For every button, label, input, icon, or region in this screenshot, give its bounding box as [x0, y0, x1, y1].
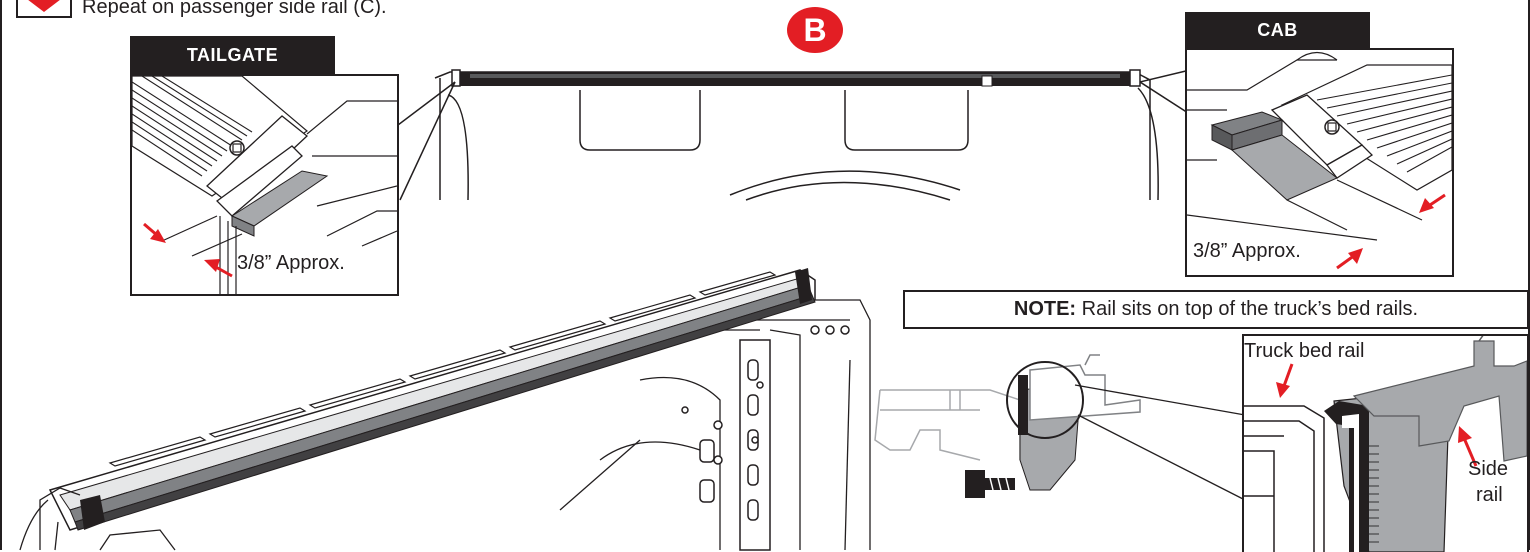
- bed-rail-detail-illustration: [1244, 336, 1527, 552]
- tailgate-title: TAILGATE: [186, 44, 279, 65]
- note-box: NOTE: Rail sits on top of the truck’s be…: [903, 290, 1529, 329]
- side-rail-label-line1: Side: [1468, 458, 1509, 480]
- note-lead: NOTE:: [1013, 298, 1077, 320]
- frame-left-edge: [0, 0, 2, 550]
- cab-measure-label: 3/8” Approx.: [1193, 240, 1301, 262]
- cab-header: CAB: [1185, 12, 1370, 48]
- truck-bed-rail-label: Truck bed rail: [1244, 340, 1365, 362]
- instruction-text: Repeat on passenger side rail (C).: [82, 0, 387, 18]
- bed-rail-detail-panel: Truck bed rail Side rail: [1242, 334, 1529, 552]
- cross-section-small: [874, 354, 1246, 501]
- tailgate-rail-illustration: [132, 76, 397, 294]
- rail-perspective-illustration: [19, 268, 871, 551]
- step-badge: B: [787, 7, 843, 53]
- tailgate-measure-label: 3/8” Approx.: [237, 252, 345, 274]
- side-rail-label-line2: rail: [1476, 484, 1503, 506]
- step-badge-letter: B: [803, 11, 827, 48]
- bed-overview-illustration: [344, 69, 1231, 201]
- frame-right-edge: [1528, 0, 1530, 550]
- tailgate-header: TAILGATE: [130, 36, 335, 74]
- cab-title: CAB: [1257, 19, 1298, 40]
- cab-rail-illustration: [1187, 51, 1452, 270]
- note-text: Rail sits on top of the truck’s bed rail…: [1076, 298, 1419, 320]
- cab-detail-panel: 3/8” Approx.: [1185, 48, 1454, 277]
- tailgate-detail-panel: 3/8” Approx.: [130, 74, 399, 296]
- caution-icon: [16, 0, 72, 18]
